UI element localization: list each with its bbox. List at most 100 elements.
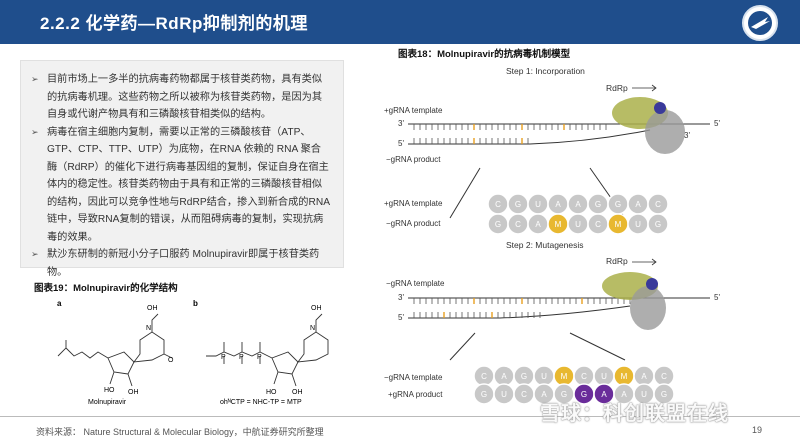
nucleotide-letter: M [555,220,562,229]
nucleotide-letter: U [641,390,647,399]
figure18-caption: 图表18：Molnupiravir的抗病毒机制模型 [398,49,571,60]
nucleotide-letter: G [655,220,661,229]
nucleotide-letter: C [515,220,521,229]
molnupiravir-label: Molnupiravir [88,399,127,406]
template-ticks-2 [413,298,631,304]
chemical-structure-figure: a b OH N HO OH O Molnupiravir OH N P P P… [57,299,329,406]
nucleotide-letter: A [501,372,507,381]
rdrp-protein-1 [612,97,685,154]
nucleotide-letter: C [661,372,667,381]
nucleotide-letter: U [501,390,507,399]
minus-template-label-1: −gRNA template [386,279,445,288]
nucleotide-letter: C [581,372,587,381]
page-title: 2.2.2 化学药—RdRp抑制剂的机理 [40,14,308,33]
nucleotide-letter: C [655,200,661,209]
panel-b-label: b [193,299,198,308]
header-bar: 2.2.2 化学药—RdRp抑制剂的机理 [0,0,800,44]
svg-text:5': 5' [714,119,720,128]
nucleotide-letter: C [595,220,601,229]
step1-label: Step 1: Incorporation [506,66,585,76]
figure19-caption: 图表19：Molnupiravir的化学结构 [34,283,178,294]
rdrp-label-1: RdRp [606,83,628,93]
nucleotide-letter: C [481,372,487,381]
svg-text:P: P [257,354,262,361]
rdrp-protein-2 [602,272,666,330]
arrow-bullet-icon: ➢ [31,249,39,259]
minus-template-label-2: −gRNA template [384,373,443,382]
arrow-bullet-icon: ➢ [31,74,39,84]
panel-a-label: a [57,299,62,308]
mtp-label: ohᴺCTP = NHC-TP = MTP [220,399,302,406]
plus-product-label: +gRNA product [388,390,443,399]
nucleotide-letter: G [521,372,527,381]
nucleotide-letter: M [621,372,628,381]
mechanism-diagram: Step 1: Incorporation RdRp +gRNA templat… [384,66,720,405]
arrow-right-icon [632,84,657,92]
svg-text:3': 3' [684,131,690,140]
svg-text:5': 5' [398,313,404,322]
nucleotide-letter: A [621,390,627,399]
svg-text:OH: OH [147,305,158,312]
svg-text:3': 3' [398,293,404,302]
watermark: 雪球：科创联盟在线 [540,403,729,425]
nucleotide-letter: A [641,372,647,381]
rdrp-label-2: RdRp [606,256,628,266]
plus-template-label-2: +gRNA template [384,199,443,208]
nucleotide-letter: G [595,200,601,209]
svg-text:P: P [221,354,226,361]
nucleotide-letter: M [561,372,568,381]
company-logo [742,5,778,41]
bullet-text: 默沙东研制的新冠小分子口服药 Molnupiravir即属于核苷类药物。 [47,249,320,278]
svg-text:3': 3' [398,119,404,128]
svg-text:OH: OH [311,305,322,312]
bullet-item: ➢ 目前市场上一多半的抗病毒药物都属于核苷类药物，具有类似的抗病毒机理。这些药物… [31,71,331,124]
nucleotide-letter: M [615,220,622,229]
plus-template-label-1: +gRNA template [384,106,443,115]
arrow-bullet-icon: ➢ [31,126,39,137]
page-number: 19 [752,425,763,435]
source-note: 资料来源： Nature Structural & Molecular Biol… [36,427,324,437]
nucleotide-letter: U [541,372,547,381]
svg-text:P: P [239,354,244,361]
nucleotide-letter: A [555,200,561,209]
nucleotide-letter: G [515,200,521,209]
arrow-right-icon [632,258,657,266]
bullet-item: ➢ 默沙东研制的新冠小分子口服药 Molnupiravir即属于核苷类药物。 [31,246,331,281]
svg-text:HO: HO [266,389,277,396]
svg-text:OH: OH [128,389,139,396]
nucleotide-letter: G [495,220,501,229]
bullet-item: ➢ 病毒在宿主细胞内复制，需要以正常的三磷酸核苷（ATP、GTP、CTP、TTP… [31,124,331,247]
nucleotide-letter: U [535,200,541,209]
nucleotide-bead [653,383,675,405]
bullet-text: 目前市场上一多半的抗病毒药物都属于核苷类药物，具有类似的抗病毒机理。这些药物之所… [47,74,323,120]
nucleotide-letter: U [601,372,607,381]
bead-rows-1: C G U A A G G A C G C A M U C M U G [487,193,669,235]
nucleotide-letter: C [495,200,501,209]
nucleotide-letter: A [535,220,541,229]
nucleotide-letter: C [521,390,527,399]
step2-label: Step 2: Mutagenesis [506,240,584,250]
product-ticks-2 [413,312,541,318]
minus-product-label-1: −gRNA product [386,155,441,164]
svg-text:O: O [168,357,174,364]
nucleotide-letter: G [661,390,667,399]
nucleotide-letter: G [615,200,621,209]
nucleotide-letter: U [575,220,581,229]
nucleotide-letter: G [581,390,587,399]
product-ticks-1 [413,138,529,144]
nucleotide-letter: A [601,390,607,399]
svg-text:OH: OH [292,389,303,396]
template-ticks-1 [413,124,607,130]
nucleotide-letter: A [575,200,581,209]
svg-text:N: N [310,325,315,332]
nucleotide-letter: G [481,390,487,399]
svg-text:N: N [146,325,151,332]
nucleotide-bead [647,213,669,235]
bullet-text: 病毒在宿主细胞内复制，需要以正常的三磷酸核苷（ATP、GTP、CTP、TTP、U… [47,126,330,243]
nucleotide-letter: A [541,390,547,399]
svg-text:HO: HO [104,387,115,394]
nucleotide-letter: A [635,200,641,209]
footer-divider [0,416,800,417]
nucleotide-letter: U [635,220,641,229]
